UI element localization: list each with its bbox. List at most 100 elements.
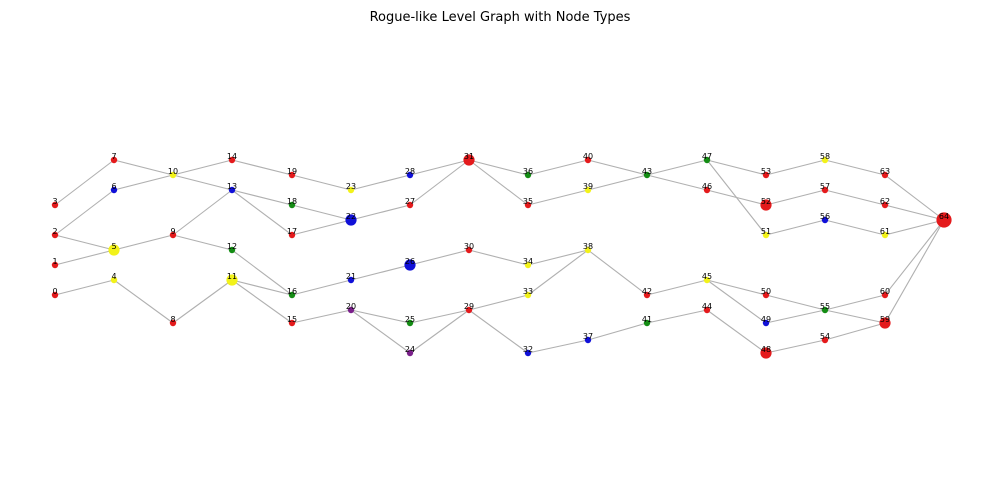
edge-20-25 bbox=[350, 309, 411, 324]
node-label-62: 62 bbox=[880, 197, 890, 206]
edge-58-63 bbox=[824, 159, 886, 176]
node-label-7: 7 bbox=[111, 152, 116, 161]
node-label-55: 55 bbox=[820, 302, 830, 311]
node-46 bbox=[703, 186, 711, 194]
edge-34-38 bbox=[527, 249, 589, 266]
edge-32-37 bbox=[527, 339, 589, 354]
edge-29-32 bbox=[468, 309, 529, 354]
node-35 bbox=[524, 201, 532, 209]
edge-42-45 bbox=[646, 279, 708, 296]
node-61 bbox=[881, 231, 889, 239]
node-label-32: 32 bbox=[523, 345, 533, 354]
node-32 bbox=[524, 349, 532, 357]
edge-9-13 bbox=[172, 189, 233, 236]
node-49 bbox=[762, 319, 770, 327]
node-label-12: 12 bbox=[227, 242, 237, 251]
edge-51-56 bbox=[765, 219, 826, 236]
edge-41-44 bbox=[646, 309, 708, 324]
node-13 bbox=[228, 186, 236, 194]
labels-layer: 0123456789101112131415161718192021222324… bbox=[52, 152, 949, 354]
node-10 bbox=[169, 171, 177, 179]
node-18 bbox=[288, 201, 296, 209]
edge-26-30 bbox=[409, 249, 470, 266]
node-label-15: 15 bbox=[287, 315, 297, 324]
node-3 bbox=[51, 201, 59, 209]
node-label-43: 43 bbox=[642, 167, 652, 176]
node-20 bbox=[347, 306, 355, 314]
node-42 bbox=[643, 291, 651, 299]
node-label-3: 3 bbox=[52, 197, 57, 206]
edge-9-12 bbox=[172, 234, 233, 251]
node-23 bbox=[347, 186, 355, 194]
node-47 bbox=[703, 156, 711, 164]
node-0 bbox=[51, 291, 59, 299]
edge-10-13 bbox=[172, 174, 233, 191]
edge-16-21 bbox=[291, 279, 352, 296]
edge-10-14 bbox=[172, 159, 233, 176]
node-label-50: 50 bbox=[761, 287, 771, 296]
node-30 bbox=[465, 246, 473, 254]
edge-59-64 bbox=[884, 219, 945, 324]
edge-55-59 bbox=[824, 309, 886, 324]
node-label-13: 13 bbox=[227, 182, 237, 191]
node-label-31: 31 bbox=[464, 152, 474, 161]
edge-31-36 bbox=[468, 159, 529, 176]
node-26 bbox=[404, 259, 416, 271]
edge-19-23 bbox=[291, 174, 352, 191]
node-37 bbox=[584, 336, 592, 344]
node-label-53: 53 bbox=[761, 167, 771, 176]
edge-11-16 bbox=[231, 279, 293, 296]
node-label-22: 22 bbox=[346, 212, 356, 221]
node-label-49: 49 bbox=[761, 315, 771, 324]
node-label-28: 28 bbox=[405, 167, 415, 176]
node-25 bbox=[406, 319, 414, 327]
edge-31-35 bbox=[468, 159, 529, 206]
node-label-16: 16 bbox=[287, 287, 297, 296]
node-60 bbox=[881, 291, 889, 299]
edge-17-22 bbox=[291, 219, 352, 236]
node-9 bbox=[169, 231, 177, 239]
node-17 bbox=[288, 231, 296, 239]
node-12 bbox=[228, 246, 236, 254]
edge-27-31 bbox=[409, 159, 470, 206]
node-59 bbox=[879, 317, 891, 329]
node-19 bbox=[288, 171, 296, 179]
node-1 bbox=[51, 261, 59, 269]
node-label-6: 6 bbox=[111, 182, 116, 191]
edge-30-34 bbox=[468, 249, 529, 266]
node-label-11: 11 bbox=[227, 272, 237, 281]
edge-43-47 bbox=[646, 159, 708, 176]
node-label-46: 46 bbox=[702, 182, 712, 191]
node-58 bbox=[821, 156, 829, 164]
edge-44-48 bbox=[706, 309, 767, 354]
node-label-17: 17 bbox=[287, 227, 297, 236]
edges-layer bbox=[54, 159, 945, 354]
edge-57-62 bbox=[824, 189, 886, 206]
edge-20-24 bbox=[350, 309, 411, 354]
node-label-2: 2 bbox=[52, 227, 57, 236]
node-label-64: 64 bbox=[939, 212, 949, 221]
node-label-26: 26 bbox=[405, 257, 415, 266]
node-label-52: 52 bbox=[761, 197, 771, 206]
node-11 bbox=[226, 274, 238, 286]
edge-12-16 bbox=[231, 249, 293, 296]
edge-52-57 bbox=[765, 189, 826, 206]
node-label-63: 63 bbox=[880, 167, 890, 176]
node-label-42: 42 bbox=[642, 287, 652, 296]
node-43 bbox=[643, 171, 651, 179]
edge-47-53 bbox=[706, 159, 767, 176]
node-label-37: 37 bbox=[583, 332, 593, 341]
nodes-layer bbox=[51, 154, 952, 359]
edge-4-8 bbox=[113, 279, 174, 324]
edge-24-29 bbox=[409, 309, 470, 354]
node-label-58: 58 bbox=[820, 152, 830, 161]
node-label-56: 56 bbox=[820, 212, 830, 221]
node-63 bbox=[881, 171, 889, 179]
edge-62-64 bbox=[884, 204, 945, 221]
edge-14-19 bbox=[231, 159, 293, 176]
edge-23-28 bbox=[350, 174, 411, 191]
node-label-33: 33 bbox=[523, 287, 533, 296]
edge-48-54 bbox=[765, 339, 826, 354]
node-8 bbox=[169, 319, 177, 327]
